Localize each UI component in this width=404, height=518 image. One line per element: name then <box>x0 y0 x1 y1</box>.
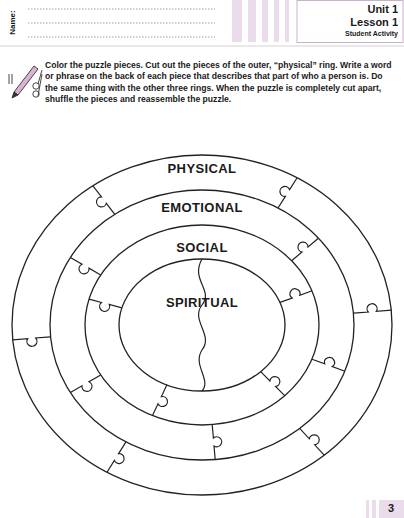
header-stripes <box>232 0 289 42</box>
ring-label: SOCIAL <box>85 240 319 255</box>
page-number: 3 <box>380 502 402 514</box>
header-rule <box>0 46 404 47</box>
physical-ring: PHYSICAL EMOTIONAL SOCIAL SPIRITUAL <box>12 155 392 495</box>
emotional-ring: EMOTIONAL SOCIAL SPIRITUAL <box>50 190 354 460</box>
page-tab <box>366 500 404 518</box>
unit-label: Unit 1 <box>298 3 398 15</box>
ring-label: EMOTIONAL <box>50 200 354 215</box>
name-lines <box>28 9 215 37</box>
puzzle-cuts <box>13 178 391 472</box>
ring-label: PHYSICAL <box>12 161 392 176</box>
ring-outline <box>119 259 285 391</box>
ring-outline <box>50 190 354 460</box>
lesson-label: Lesson 1 <box>298 16 398 28</box>
instructions: Color the puzzle pieces. Cut out the pie… <box>45 60 393 106</box>
social-ring: SOCIAL SPIRITUAL <box>85 225 319 425</box>
spiritual-circle: SPIRITUAL <box>119 259 285 391</box>
ring-label: SPIRITUAL <box>119 295 285 310</box>
activity-icon <box>9 66 42 98</box>
ring-outline <box>85 225 319 425</box>
activity-label: Student Activity <box>298 30 398 37</box>
name-label: Name: <box>8 3 17 43</box>
unit-box <box>297 1 403 43</box>
